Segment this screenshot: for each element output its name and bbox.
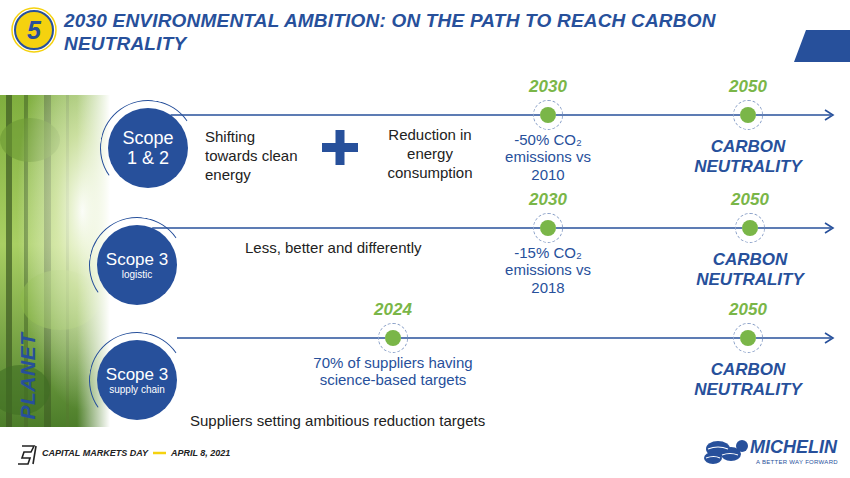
milestone-goal: CARBON NEUTRALITY bbox=[663, 360, 833, 400]
milestone-year: 2024 bbox=[374, 300, 412, 320]
milestone-target: 70% of suppliers having science-based ta… bbox=[306, 354, 481, 389]
bibendum-logo bbox=[704, 440, 748, 464]
milestone-year: 2030 bbox=[529, 190, 567, 210]
milestone-goal: CARBON NEUTRALITY bbox=[663, 137, 833, 177]
scope-name: Scope 1 & 2 bbox=[119, 128, 177, 168]
timeline-arrowhead bbox=[825, 223, 833, 233]
timeline-tail bbox=[756, 337, 831, 339]
section-tag: PLANET bbox=[16, 326, 40, 426]
footer-event: CAPITAL MARKETS DAY bbox=[42, 448, 152, 459]
brand-tagline: A BETTER WAY FORWARD bbox=[756, 458, 846, 466]
milestone-dot: 202470% of suppliers having science-base… bbox=[385, 330, 401, 346]
brand-name: MICHELIN bbox=[750, 437, 842, 457]
lever-text: Shifting towards clean energy bbox=[205, 127, 300, 184]
scope-subtitle: supply chain bbox=[109, 384, 165, 395]
timeline-tail bbox=[756, 114, 831, 116]
milestone-dot: 2050CARBON NEUTRALITY bbox=[740, 107, 756, 123]
milestone-goal: CARBON NEUTRALITY bbox=[665, 250, 835, 290]
milestone-year: 2050 bbox=[731, 190, 769, 210]
timeline-arrowhead bbox=[825, 333, 833, 343]
timeline-connector bbox=[401, 337, 740, 339]
timeline-connector bbox=[556, 227, 742, 229]
footer-date: APRIL 8, 2021 bbox=[171, 448, 261, 459]
timeline-connector bbox=[152, 227, 540, 229]
milestone-year: 2030 bbox=[529, 77, 567, 97]
milestone-dot: 2050CARBON NEUTRALITY bbox=[740, 330, 756, 346]
lever-text: Suppliers setting ambitious reduction ta… bbox=[190, 411, 590, 430]
footer-icon bbox=[18, 446, 36, 464]
milestone-target: -50% CO₂ emissions vs 2010 bbox=[496, 131, 600, 183]
timeline-arrowhead bbox=[825, 110, 833, 120]
scope-circle: Scope 3logistic bbox=[97, 225, 177, 305]
milestone-target: -15% CO₂ emissions vs 2018 bbox=[496, 244, 600, 296]
plus-symbol bbox=[322, 130, 358, 165]
scope-subtitle: logistic bbox=[122, 269, 153, 280]
timeline-connector bbox=[171, 114, 540, 116]
section-badge bbox=[15, 11, 53, 49]
timeline-connector bbox=[177, 337, 385, 339]
lever-text: Reduction in energy consumption bbox=[382, 125, 478, 182]
milestone-year: 2050 bbox=[729, 300, 767, 320]
scope-circle: Scope 3supply chain bbox=[97, 340, 177, 420]
title-tab bbox=[794, 30, 850, 62]
milestone-dot: 2030-15% CO₂ emissions vs 2018 bbox=[540, 220, 556, 236]
lever-text: Less, better and differently bbox=[245, 238, 485, 257]
scope-name: Scope 3 bbox=[106, 365, 168, 384]
badge-ring bbox=[12, 8, 56, 52]
footer-separator bbox=[153, 452, 166, 455]
timeline-connector bbox=[556, 114, 740, 116]
milestone-dot: 2050CARBON NEUTRALITY bbox=[742, 220, 758, 236]
section-number: 5 bbox=[17, 12, 51, 48]
scope-name: Scope 3 bbox=[106, 250, 168, 269]
milestone-dot: 2030-50% CO₂ emissions vs 2010 bbox=[540, 107, 556, 123]
milestone-year: 2050 bbox=[729, 77, 767, 97]
slide-title: 2030 ENVIRONMENTAL AMBITION: ON THE PATH… bbox=[64, 9, 769, 55]
scope-circle: Scope 1 & 2 bbox=[108, 108, 188, 188]
timeline-tail bbox=[758, 227, 831, 229]
